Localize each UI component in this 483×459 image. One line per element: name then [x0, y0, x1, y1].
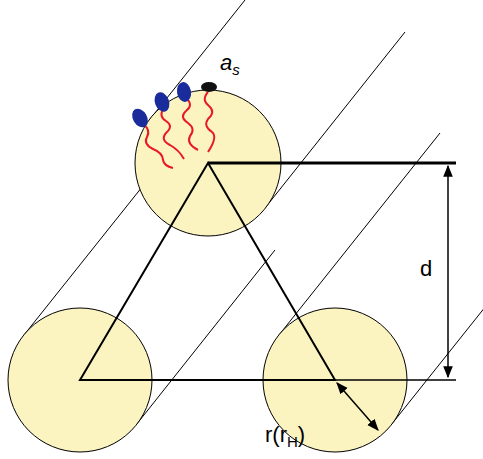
dimension-label: d	[420, 258, 432, 280]
area-label: as	[220, 52, 240, 74]
surfactant-tails	[143, 92, 214, 168]
cylinder-ends	[8, 90, 407, 452]
radius-label: r(rH)	[265, 424, 305, 446]
dimension-lines	[208, 163, 456, 430]
center-triangle	[80, 163, 335, 380]
surfactant-heads	[129, 81, 217, 130]
